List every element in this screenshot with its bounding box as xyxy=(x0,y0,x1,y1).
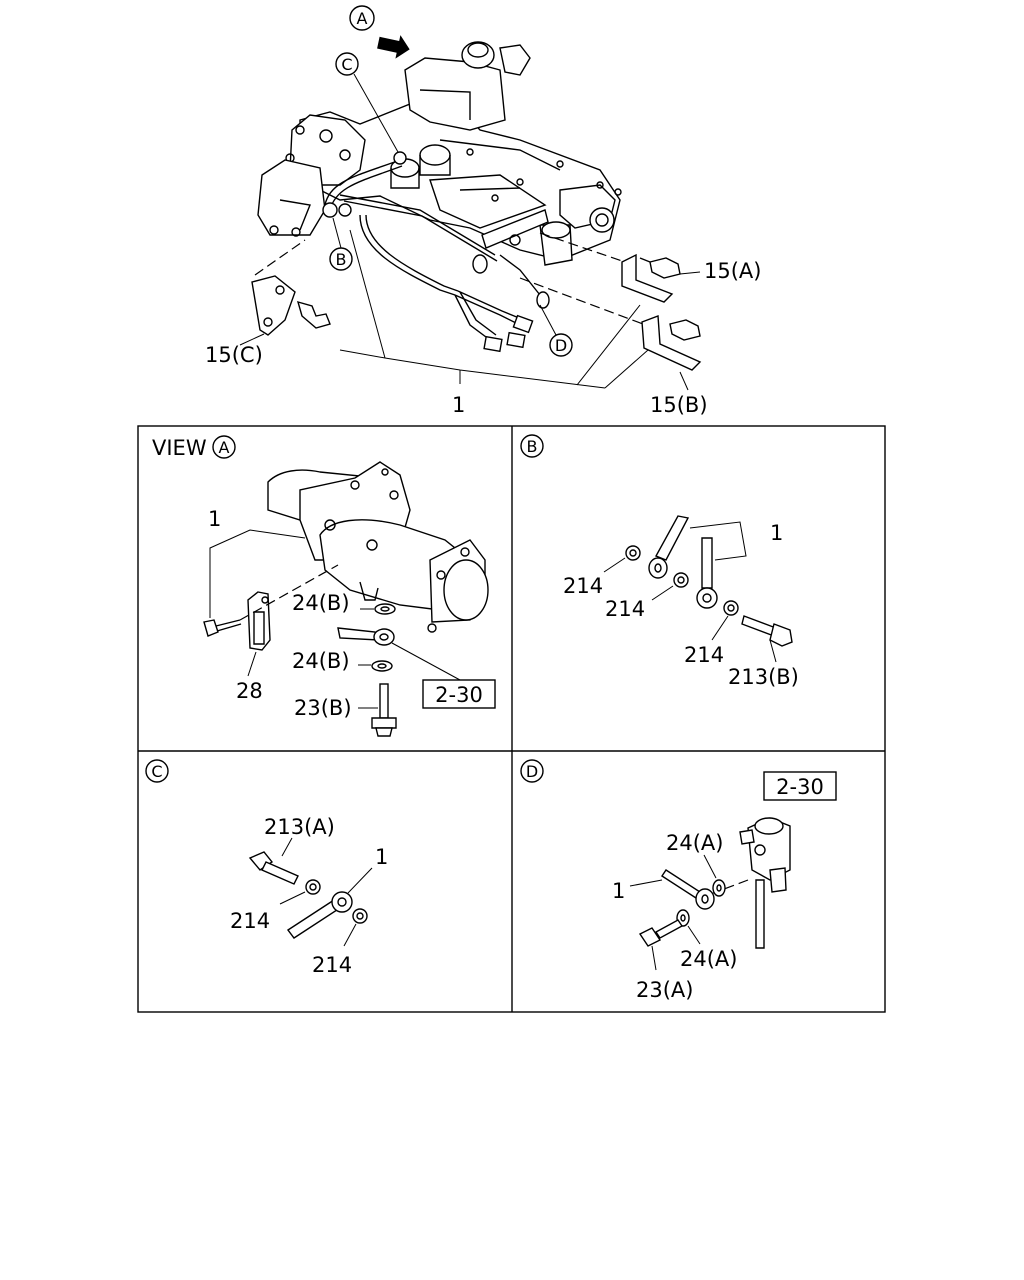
svg-text:214: 214 xyxy=(684,643,724,667)
svg-text:D: D xyxy=(555,336,567,355)
pipe-assembly xyxy=(322,151,550,353)
bracket-15b: 15(B) xyxy=(641,315,708,417)
ref-box-2-30-d: 2-30 xyxy=(763,771,837,801)
panel-d: D 2-30 24(A) 1 24(A) xyxy=(520,759,837,1002)
clip-28: 28 xyxy=(236,591,271,703)
bracket-15a: 15(A) xyxy=(621,253,761,303)
washer-214-c-a xyxy=(305,879,321,895)
svg-text:23(B): 23(B) xyxy=(294,696,352,720)
washer-24a-top xyxy=(712,879,726,897)
washer-214-c xyxy=(723,600,739,616)
svg-text:24(B): 24(B) xyxy=(292,591,350,615)
svg-text:1: 1 xyxy=(375,845,388,869)
svg-text:B: B xyxy=(336,250,347,269)
svg-text:1: 1 xyxy=(612,879,625,903)
bolt-23a xyxy=(638,919,684,947)
svg-text:214: 214 xyxy=(605,597,645,621)
svg-text:24(A): 24(A) xyxy=(666,831,723,855)
top-assembly-view: A xyxy=(205,5,761,417)
starter-cover-left xyxy=(257,114,366,237)
svg-text:1: 1 xyxy=(208,507,221,531)
view-direction-arrow-icon xyxy=(377,35,410,59)
svg-text:214: 214 xyxy=(563,574,603,598)
valve-fitting xyxy=(739,817,791,949)
svg-text:B: B xyxy=(527,437,538,456)
panel-c: C 213(A) 214 1 214 xyxy=(145,759,388,977)
detail-panel-grid xyxy=(137,425,886,1013)
svg-text:23(A): 23(A) xyxy=(636,978,693,1002)
svg-text:A: A xyxy=(219,438,230,457)
washer-214-c-b xyxy=(352,908,368,924)
svg-text:213(B): 213(B) xyxy=(728,665,799,689)
callout-c: C xyxy=(335,52,399,153)
callout-d: D xyxy=(539,304,573,357)
ref-box-2-30: 2-30 xyxy=(422,679,496,709)
panel-view-a: VIEW A 28 xyxy=(152,435,496,737)
pipe-fitting-c xyxy=(286,891,353,939)
washer-214-a xyxy=(625,545,641,561)
svg-text:1: 1 xyxy=(452,393,465,417)
svg-text:213(A): 213(A) xyxy=(264,815,335,839)
pipe-fitting-d xyxy=(661,869,715,910)
callout-b: B xyxy=(329,217,353,271)
view-a-marker: A xyxy=(349,5,375,31)
washer-214-b xyxy=(673,572,689,588)
washer-24b-top xyxy=(374,603,396,615)
bracket-15c: 15(C) xyxy=(205,275,331,367)
svg-text:15(C): 15(C) xyxy=(205,343,263,367)
bolt-23b xyxy=(371,683,397,737)
svg-text:214: 214 xyxy=(312,953,352,977)
svg-text:28: 28 xyxy=(236,679,263,703)
panel-b: B 1 214 214 214 213(B) xyxy=(520,434,799,689)
eye-bolt-fitting xyxy=(337,627,395,646)
washer-24b-bottom xyxy=(371,660,393,672)
svg-text:214: 214 xyxy=(230,909,270,933)
svg-text:24(A): 24(A) xyxy=(680,947,737,971)
bolt-part-1 xyxy=(203,619,242,637)
svg-text:A: A xyxy=(357,9,368,28)
svg-text:1: 1 xyxy=(770,521,783,545)
svg-text:VIEW: VIEW xyxy=(152,436,207,460)
svg-text:C: C xyxy=(151,762,162,781)
pipe-fitting-b-upper xyxy=(648,515,690,579)
injection-pump-body xyxy=(299,41,622,266)
svg-text:2-30: 2-30 xyxy=(435,683,483,707)
leader-part-1: 1 xyxy=(339,229,649,417)
svg-text:24(B): 24(B) xyxy=(292,649,350,673)
svg-text:15(B): 15(B) xyxy=(650,393,708,417)
starter-motor xyxy=(267,461,489,633)
svg-text:2-30: 2-30 xyxy=(776,775,824,799)
svg-text:15(A): 15(A) xyxy=(704,259,761,283)
svg-text:D: D xyxy=(526,762,538,781)
bolt-213a xyxy=(248,851,299,885)
pipe-fitting-b-lower xyxy=(696,537,718,609)
svg-text:C: C xyxy=(341,55,352,74)
bolt-213b xyxy=(741,615,793,647)
